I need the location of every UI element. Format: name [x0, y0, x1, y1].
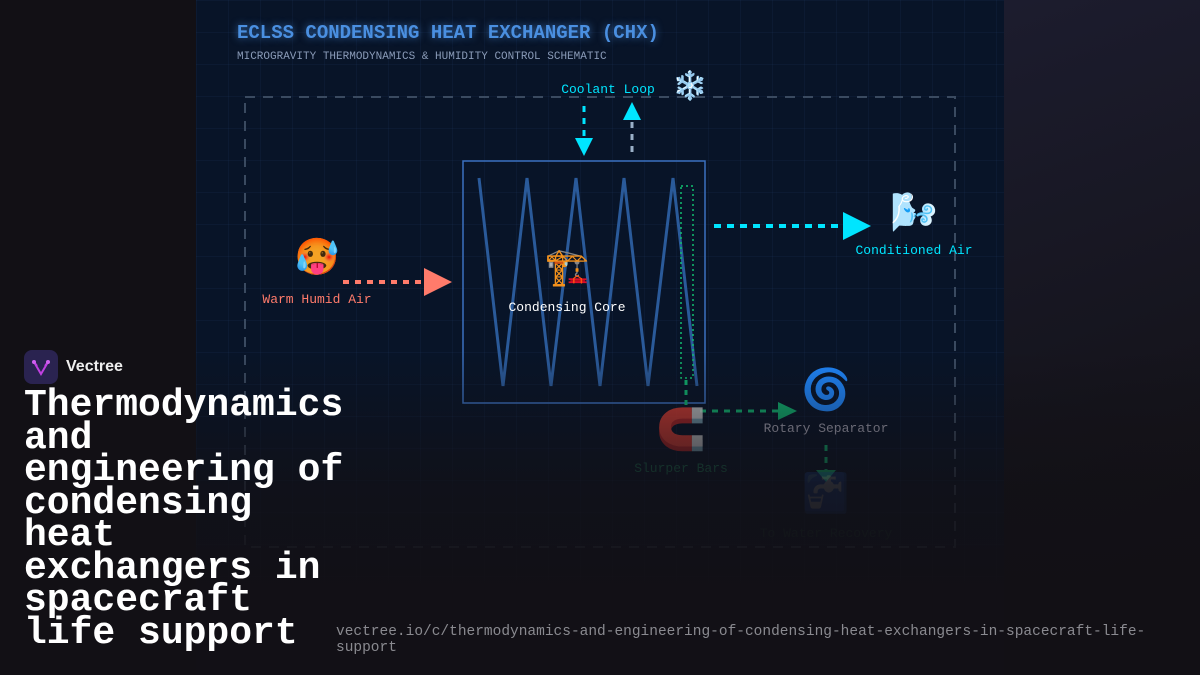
slurper-bars-label: Slurper Bars [634, 461, 728, 476]
coolant-out-arrow [623, 102, 641, 120]
vectree-logo-icon [24, 350, 58, 384]
brand-name: Vectree [66, 358, 123, 375]
construction-icon: 🏗️ [544, 247, 590, 288]
warm-air-arrow [424, 268, 452, 296]
conditioned-air-label: Conditioned Air [855, 243, 973, 258]
cyclone-icon: 🌀 [801, 367, 851, 413]
condensing-core-label: Condensing Core [508, 300, 626, 315]
magnet-icon: 🧲 [656, 407, 706, 453]
coolant-loop-label: Coolant Loop [561, 82, 655, 97]
snowflake-icon: ❄️ [672, 69, 708, 102]
rotary-separator-label: Rotary Separator [763, 421, 889, 436]
water-tap-icon: 🚰 [802, 471, 850, 515]
conditioned-air-arrow [843, 212, 871, 240]
hot-face-icon: 🥵 [294, 237, 340, 278]
separator-arrow [778, 402, 797, 420]
slurper-channel [680, 185, 694, 379]
page-url[interactable]: vectree.io/c/thermodynamics-and-engineer… [336, 624, 1146, 656]
wind-icon: 🌬️ [890, 190, 938, 234]
water-recovery-label: To Water Recovery [759, 526, 893, 541]
brand: Vectree [24, 350, 123, 384]
headline: Thermodynamics and engineering of conden… [24, 384, 344, 655]
warm-humid-air-label: Warm Humid Air [262, 292, 372, 307]
coolant-in-arrow [575, 138, 593, 156]
